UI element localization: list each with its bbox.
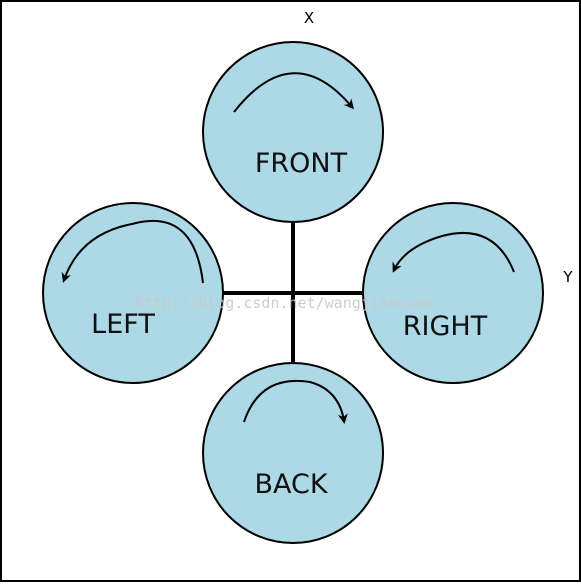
y-axis-label: Y	[562, 268, 573, 286]
rotor-right-rotation-arrow-icon	[392, 231, 515, 273]
rotor-right: RIGHT	[362, 202, 544, 384]
rotor-left-label: LEFT	[91, 309, 155, 340]
rotor-front-label: FRONT	[255, 148, 348, 179]
rotor-right-body	[362, 202, 544, 384]
airframe-cross	[222, 222, 364, 364]
rotor-left-body	[42, 202, 224, 384]
rotor-left-rotation-arrow-icon	[61, 219, 204, 284]
rotor-back-label: BACK	[254, 469, 328, 500]
rotor-front-body	[202, 41, 384, 223]
rotor-front: FRONT	[202, 41, 384, 223]
x-axis-label: X	[304, 9, 314, 27]
rotor-left: LEFT	[42, 202, 224, 384]
rotor-front-rotation-arrow-icon	[233, 72, 354, 113]
rotor-back: BACK	[202, 362, 384, 544]
watermark-text: http://blog.csdn.net/wangjiannuaa	[135, 294, 433, 312]
rotor-back-rotation-arrow-icon	[243, 379, 348, 424]
rotor-back-body	[202, 362, 384, 544]
rotor-right-label: RIGHT	[403, 311, 488, 342]
